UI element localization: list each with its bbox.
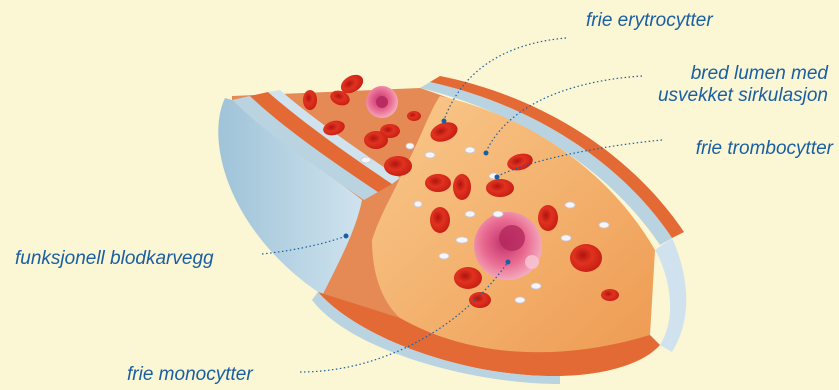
label-functional-vessel-wall-text: funksjonell blodkarvegg (15, 248, 214, 270)
label-free-erythrocytes: frie erytrocytter (586, 10, 713, 32)
red-blood-cell (384, 156, 412, 176)
label-free-thrombocytes-text: frie trombocytter (696, 138, 833, 160)
label-wide-lumen-line1: bred lumen med (658, 63, 828, 85)
red-blood-cell (486, 179, 514, 197)
red-blood-cell (303, 90, 317, 110)
label-free-monocytes-text: frie monocytter (127, 364, 253, 386)
red-blood-cell (407, 111, 421, 121)
label-free-monocytes: frie monocytter (127, 364, 253, 386)
red-blood-cell (453, 174, 471, 200)
monocyte-nucleus (499, 225, 525, 251)
red-blood-cell (570, 244, 602, 272)
label-wide-lumen: bred lumen med usvekket sirkulasjon (658, 63, 828, 107)
red-blood-cell (430, 207, 450, 233)
red-blood-cell (364, 131, 388, 149)
monocyte-nucleus (376, 96, 388, 108)
label-free-thrombocytes: frie trombocytter (696, 138, 833, 160)
label-wide-lumen-line2: usvekket sirkulasjon (658, 85, 828, 107)
red-blood-cell (454, 267, 482, 289)
red-blood-cell (425, 174, 451, 192)
wall-right-end (655, 238, 686, 352)
label-free-erythrocytes-text: frie erytrocytter (586, 10, 713, 32)
label-functional-vessel-wall: funksjonell blodkarvegg (15, 248, 214, 270)
monocyte-highlight (525, 255, 539, 269)
red-blood-cell (538, 205, 558, 231)
red-blood-cell (469, 292, 491, 308)
red-blood-cell (601, 289, 619, 301)
